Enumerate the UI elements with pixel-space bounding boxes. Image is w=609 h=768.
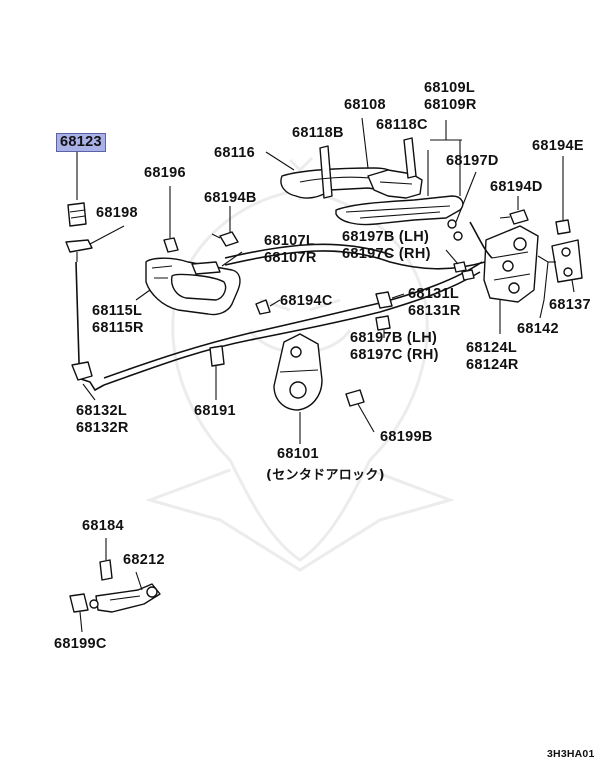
check-cap-68184 (99, 538, 113, 581)
part-label-68197bc-top: 68197B (LH)68197C (RH) (342, 229, 431, 262)
clips-68197bc-top (445, 249, 475, 281)
clip-68123 (67, 152, 87, 227)
screw-68194d (499, 196, 529, 225)
part-label-68191: 68191 (194, 403, 236, 419)
bolt-68199b (345, 389, 375, 433)
part-label-68184: 68184 (82, 518, 124, 534)
part-label-68194e: 68194E (532, 138, 584, 154)
central-door-lock-note: (センタドアロック) (266, 468, 385, 483)
part-label-68123-highlight[interactable]: 68123 (56, 133, 106, 152)
part-label-68194d: 68194D (490, 179, 543, 195)
clips-68197bc-mid (375, 315, 391, 338)
part-label-68196: 68196 (144, 165, 186, 181)
part-label-68199b: 68199B (380, 429, 433, 445)
screw-68194e (555, 156, 571, 235)
part-label-68116: 68116 (214, 145, 256, 161)
part-label-68142: 68142 (517, 321, 559, 337)
grommet-68191 (209, 345, 225, 400)
inner-handle-68115 (135, 257, 241, 316)
door-latch-68124 (469, 221, 539, 334)
bolt-68199c (69, 593, 99, 633)
part-label-68194b: 68194B (204, 190, 257, 206)
part-label-68101: 68101 (277, 446, 319, 462)
part-label-68197bc-mid: 68197B (LH)68197C (RH) (350, 330, 439, 363)
part-label-68199c: 68199C (54, 636, 107, 652)
lock-actuator-68101 (273, 333, 323, 444)
part-label-68197d: 68197D (446, 153, 499, 169)
part-label-68194c: 68194C (280, 293, 333, 309)
long-rods (103, 243, 486, 386)
part-label-68212: 68212 (123, 552, 165, 568)
door-check-68212 (95, 571, 161, 613)
handle-cover-68107 (191, 251, 243, 275)
screw-68194c (255, 299, 281, 315)
part-label-68108: 68108 (344, 97, 386, 113)
diagram-code: 3H3HA01 (547, 748, 595, 760)
link-68142 (537, 255, 549, 319)
handle-base-68109 (335, 120, 464, 226)
clips-68197d (447, 171, 477, 241)
part-label-68198: 68198 (96, 205, 138, 221)
part-label-68137: 68137 (549, 297, 591, 313)
part-label-68118b: 68118B (292, 125, 344, 141)
part-label-68118c: 68118C (376, 117, 428, 133)
bushing-68198 (65, 225, 125, 262)
screw-68194b (211, 206, 239, 247)
lock-rod-68132 (71, 261, 105, 401)
connector-68131 (375, 291, 405, 309)
striker-68137 (548, 239, 583, 293)
outer-handle-68108 (361, 117, 423, 199)
clip-68196 (163, 186, 179, 253)
